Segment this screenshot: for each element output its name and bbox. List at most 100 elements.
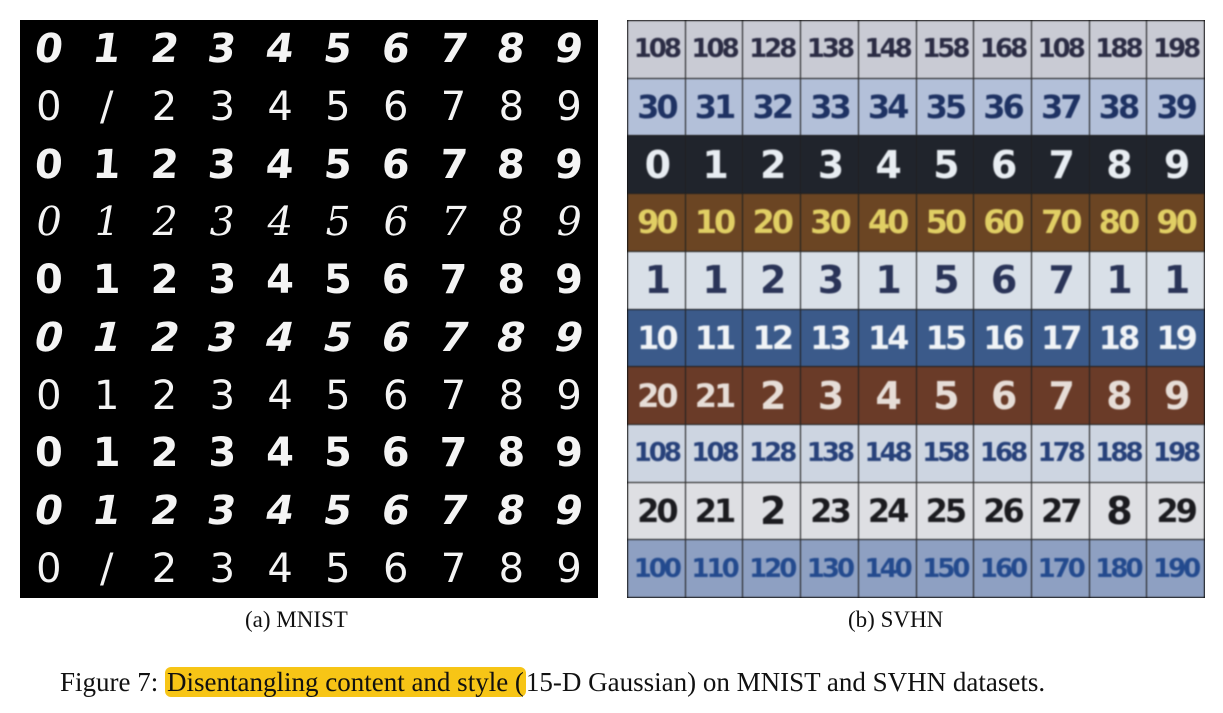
svhn-digit-cell: 140 [858, 540, 916, 597]
svhn-digit-cell: 190 [1147, 540, 1204, 597]
svhn-digit-cell: 6 [974, 367, 1031, 424]
svhn-digit-cell: 90 [1147, 194, 1204, 251]
mnist-digit-cell: 2 [150, 257, 179, 304]
svhn-digit-cell: 148 [858, 424, 916, 482]
svhn-digit-cell: 150 [916, 540, 974, 597]
mnist-digit-cell: 8 [493, 488, 530, 535]
svhn-digit-cell: 128 [743, 424, 801, 482]
mnist-digit-cell: 6 [377, 488, 414, 535]
svhn-digit-cell: 128 [743, 21, 801, 78]
svhn-digit-cell: 33 [801, 78, 858, 136]
mnist-digit-cell: 4 [263, 199, 297, 246]
mnist-digit-cell: 8 [498, 372, 525, 419]
mnist-digit-cell: 4 [262, 25, 298, 72]
svhn-digit-cell: 3 [801, 136, 858, 194]
svhn-digit-cell: 30 [628, 78, 685, 136]
svhn-digit-cell: 7 [1031, 367, 1089, 424]
svhn-digit-cell: 70 [1031, 194, 1089, 251]
mnist-digit-cell: 1 [92, 430, 121, 477]
svhn-digit-cell: 20 [628, 482, 685, 540]
mnist-digit-cell: 9 [556, 372, 582, 419]
mnist-digit-cell: 0 [36, 83, 62, 130]
svhn-digit-cell: 138 [801, 424, 858, 482]
svhn-digit-cell: 108 [685, 21, 743, 78]
svhn-digit-cell: 27 [1031, 482, 1089, 540]
mnist-digit-cell: 4 [266, 430, 294, 477]
mnist-digit-cell: 9 [556, 83, 582, 130]
mnist-digit-cell: 2 [150, 430, 179, 477]
svhn-digit-cell: 23 [801, 482, 858, 540]
svhn-digit-cell: 30 [801, 194, 858, 251]
svhn-digit-cell: 180 [1089, 540, 1147, 597]
svhn-digit-cell: 188 [1089, 424, 1147, 482]
mnist-digit-cell: 7 [440, 372, 467, 419]
mnist-digit-cell: 0 [30, 488, 67, 535]
svhn-digit-cell: 50 [916, 194, 974, 251]
svhn-digit-cell: 130 [801, 540, 858, 597]
svhn-digit-cell: 8 [1089, 482, 1147, 540]
svhn-digit-cell: 14 [858, 309, 916, 367]
svhn-digit-cell: 6 [974, 136, 1031, 194]
mnist-digit-cell: 7 [440, 546, 467, 593]
mnist-digit-cell: 6 [378, 199, 413, 246]
svhn-digit-cell: 158 [916, 21, 974, 78]
svhn-digit-cell: 24 [858, 482, 916, 540]
svhn-digit-cell: 3 [801, 251, 858, 309]
mnist-digit-cell: 5 [319, 488, 356, 535]
svhn-digit-cell: 5 [916, 367, 974, 424]
mnist-digit-cell: 8 [495, 141, 527, 188]
svhn-digit-cell: 2 [743, 367, 801, 424]
svhn-digit-cell: 2 [743, 251, 801, 309]
highlighted-caption-text: Disentangling content and style ( [165, 667, 526, 697]
svhn-digit-cell: 26 [974, 482, 1031, 540]
svhn-digit-cell: 5 [916, 251, 974, 309]
svhn-digit-cell: 15 [916, 309, 974, 367]
svhn-digit-cell: 168 [974, 424, 1031, 482]
mnist-digit-cell: 8 [498, 83, 525, 130]
svhn-digit-cell: 20 [628, 367, 685, 424]
mnist-digit-cell: 3 [208, 257, 237, 304]
svhn-digit-cell: 1 [685, 251, 743, 309]
mnist-digit-cell: 5 [325, 372, 351, 419]
figure-caption: Figure 7: Disentangling content and styl… [60, 667, 1045, 698]
mnist-digit-cell: 5 [323, 257, 352, 304]
svhn-digit-cell: 60 [974, 194, 1031, 251]
mnist-digit-cell: 9 [553, 141, 585, 188]
mnist-digit-cell: 7 [440, 83, 467, 130]
mnist-digit-cell: 7 [439, 257, 468, 304]
mnist-digit-cell: 3 [209, 546, 236, 593]
svhn-digit-cell: 90 [628, 194, 685, 251]
mnist-digit-cell: 0 [34, 430, 63, 477]
svhn-digit-cell: 108 [628, 21, 685, 78]
mnist-digit-cell: 3 [205, 25, 240, 72]
svhn-digit-cell: 20 [743, 194, 801, 251]
mnist-digit-cell: 6 [381, 257, 410, 304]
svhn-digit-cell: 39 [1147, 78, 1204, 136]
mnist-digit-cell: / [99, 546, 114, 593]
svhn-digit-cell: 1 [685, 136, 743, 194]
mnist-digit-cell: 8 [497, 430, 526, 477]
svhn-digit-cell: 108 [685, 424, 743, 482]
svhn-digit-cell: 0 [628, 136, 685, 194]
mnist-digit-cell: 1 [91, 141, 123, 188]
svhn-digit-cell: 8 [1089, 136, 1147, 194]
svhn-digit-cell: 1 [628, 251, 685, 309]
svhn-digit-cell: 18 [1089, 309, 1147, 367]
mnist-digit-cell: 3 [208, 430, 237, 477]
mnist-digit-cell: 7 [437, 141, 470, 188]
mnist-digit-cell: 1 [89, 25, 124, 72]
svhn-digit-cell: 160 [974, 540, 1031, 597]
svhn-digit-cell: 1 [1147, 251, 1204, 309]
mnist-digit-cell: 5 [322, 141, 354, 188]
mnist-digit-cell: 9 [551, 25, 587, 72]
mnist-digit-cell: 6 [382, 83, 409, 130]
svhn-digit-cell: 110 [685, 540, 743, 597]
svhn-digit-cell: 1 [858, 251, 916, 309]
svhn-digit-cell: 2 [743, 136, 801, 194]
mnist-digit-cell: 2 [151, 546, 178, 593]
mnist-digit-cell: 1 [93, 372, 120, 419]
svhn-digit-cell: 100 [628, 540, 685, 597]
svhn-digit-cell: 13 [801, 309, 858, 367]
svhn-digit-cell: 198 [1147, 21, 1204, 78]
svhn-digit-cell: 80 [1089, 194, 1147, 251]
